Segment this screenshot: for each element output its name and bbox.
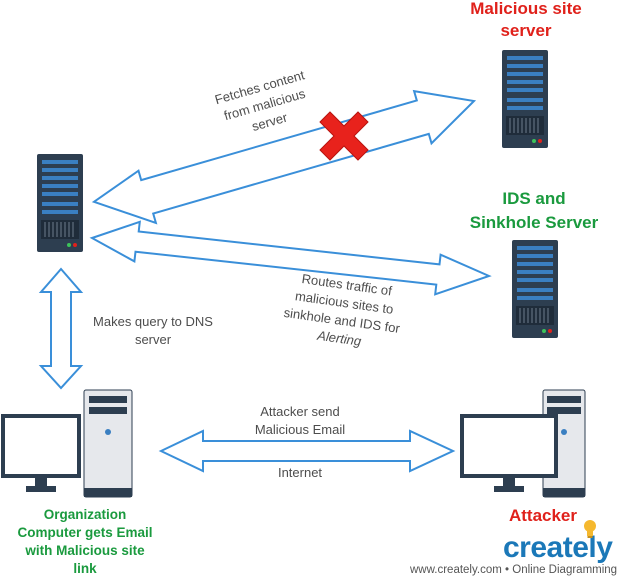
org-label-line: with Malicious site [25, 543, 145, 558]
dns-server-icon [36, 153, 84, 253]
email-label: Attacker send Malicious Email [240, 403, 360, 439]
email-internet-arrow [158, 429, 456, 473]
ids-server-label-line1: IDS and [502, 189, 566, 208]
creately-logo: creately [503, 531, 613, 564]
dns-label-line: server [134, 332, 172, 347]
footer-tagline: Online Diagramming [512, 564, 618, 576]
org-label-line: Organization [43, 507, 127, 522]
attacker-label: Attacker [508, 506, 578, 525]
malicious-server-label-line1: Malicious site [470, 0, 582, 18]
dns-label-line: Makes query to DNS [93, 314, 213, 329]
routes-traffic-arrow [89, 220, 492, 296]
footer: www.creately.com • Online Diagramming [410, 564, 617, 576]
dns-query-arrow [38, 267, 84, 390]
dns-query-label: Makes query to DNS server [78, 313, 228, 349]
footer-separator: • [505, 564, 510, 576]
org-label-line: link [73, 561, 97, 576]
organization-computer-label: Organization Computer gets Email with Ma… [0, 506, 170, 578]
malicious-site-server-icon [501, 49, 549, 149]
email-label-line2: Malicious Email [254, 422, 346, 437]
org-label-line: Computer gets Email [17, 525, 153, 540]
ids-server-label-line2: Sinkhole Server [469, 213, 599, 232]
organization-computer-icon [1, 389, 133, 498]
malicious-server-label: Malicious site server [456, 0, 596, 42]
footer-site-link[interactable]: www.creately.com [410, 564, 502, 576]
fetch-content-arrow [91, 89, 477, 225]
ids-server-label: IDS and Sinkhole Server [452, 187, 616, 235]
blocked-x-icon [319, 111, 369, 161]
internet-label: Internet [277, 465, 323, 480]
malicious-server-label-line2: server [500, 21, 552, 40]
ids-sinkhole-server-icon [511, 239, 559, 339]
lightbulb-icon [584, 520, 596, 538]
email-label-line1: Attacker send [260, 404, 340, 419]
attacker-computer-icon [460, 389, 586, 498]
